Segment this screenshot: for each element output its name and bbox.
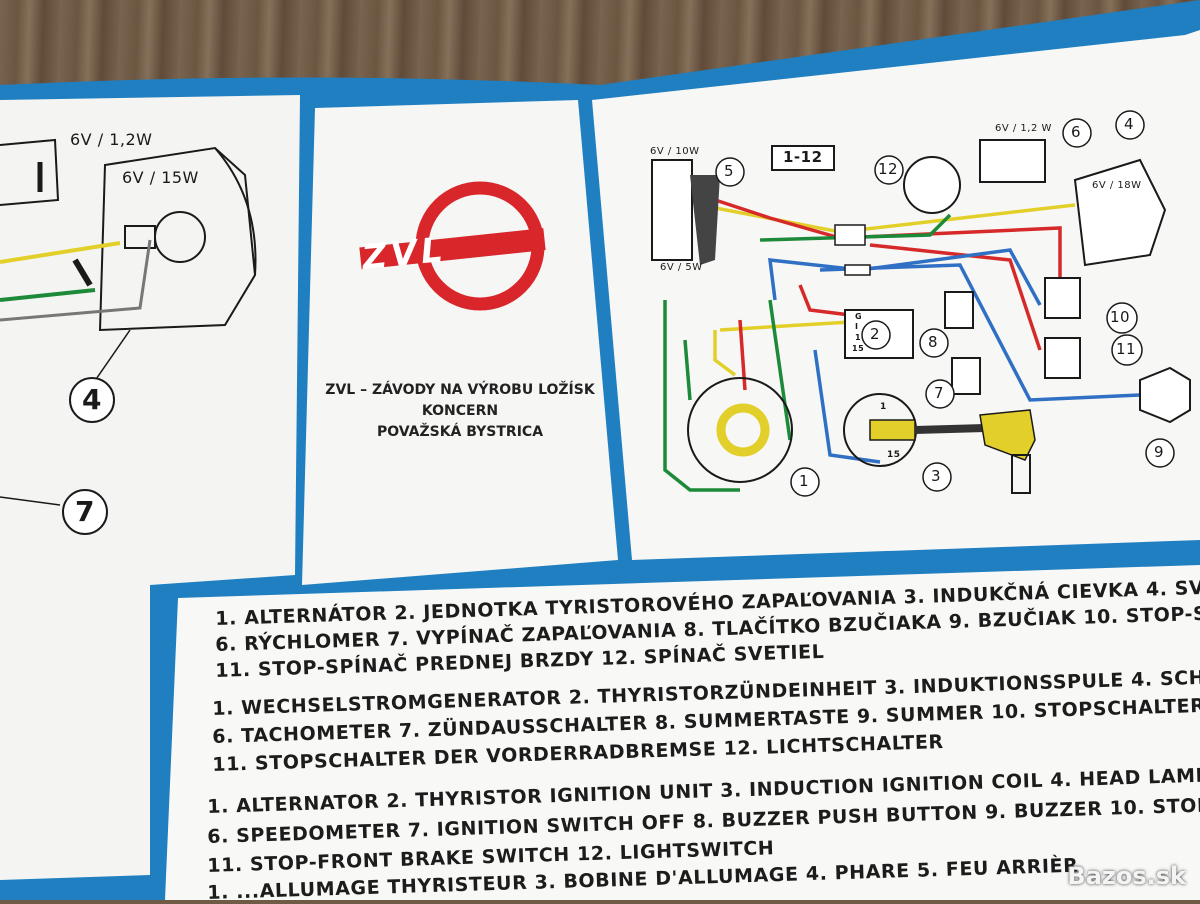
callout-4: 4 [1124, 115, 1135, 133]
coil-terminal-1: 1 [880, 402, 887, 412]
terminal-i: I [855, 322, 859, 331]
logo-panel [302, 100, 618, 585]
callout-9: 9 [1154, 443, 1165, 461]
left-bulb-housing [0, 138, 257, 506]
left-callout-7-circle [62, 489, 108, 535]
lamp6-label: 6V / 1,2 W [995, 123, 1052, 134]
callout-6: 6 [1071, 123, 1082, 141]
callout-2: 2 [870, 325, 881, 343]
terminal-15: 15 [852, 344, 865, 353]
callout-8: 8 [928, 333, 939, 351]
coil-terminal-15: 15 [887, 450, 901, 460]
left-callout-4-circle [69, 377, 115, 423]
diagram-code-box [771, 145, 835, 171]
callout-11: 11 [1116, 340, 1137, 358]
company-line-1: ZVL – ZÁVODY NA VÝROBU LOŽÍSK [325, 382, 595, 398]
company-line-2: KONCERN [421, 403, 499, 419]
diagram-callouts [715, 110, 1175, 497]
company-title-block: ZVL – ZÁVODY NA VÝROBU LOŽÍSK KONCERN PO… [310, 380, 610, 443]
terminal-1: 1 [855, 333, 862, 342]
left-bulb-small-label: 6V / 1,2W [70, 130, 153, 149]
diagram-code: 1-12 [783, 148, 823, 166]
watermark: Bazos.sk [1067, 862, 1186, 890]
callout-5: 5 [724, 162, 735, 180]
left-callout-4: 4 [82, 383, 102, 416]
lamp5-top-label: 6V / 10W [650, 146, 700, 157]
lamp4-label: 6V / 18W [1092, 180, 1142, 191]
callout-3: 3 [931, 467, 942, 485]
zvl-logo [359, 181, 546, 311]
company-line-3: POVAŽSKÁ BYSTRICA [376, 424, 544, 440]
callout-7: 7 [934, 384, 945, 402]
callout-10: 10 [1110, 308, 1131, 326]
legend-panel [165, 565, 1200, 900]
left-bulb-main-label: 6V / 15W [122, 168, 199, 187]
left-yellow-wire [0, 241, 121, 264]
callout-12: 12 [878, 160, 899, 178]
callout-1: 1 [799, 472, 810, 490]
left-callout-7: 7 [75, 495, 95, 528]
terminal-g: G [855, 312, 863, 321]
lamp5-bottom-label: 6V / 5W [660, 262, 703, 273]
left-green-wire [0, 288, 96, 302]
diagram-panel [592, 30, 1200, 560]
left-grey-wire [0, 239, 152, 322]
